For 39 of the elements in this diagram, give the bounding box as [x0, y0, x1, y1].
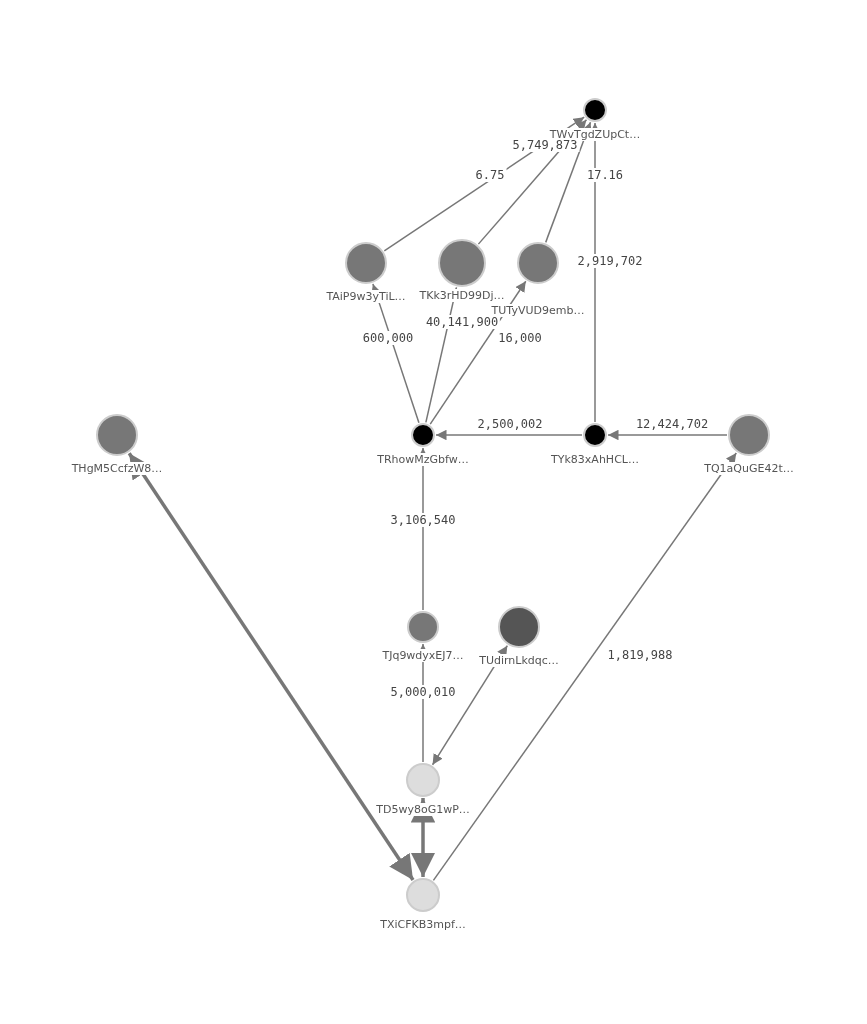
arrow	[432, 452, 738, 882]
address-circle	[517, 242, 559, 284]
address-circle	[345, 242, 387, 284]
address-circle	[498, 606, 540, 648]
arrow	[435, 429, 583, 441]
address-circle	[583, 98, 607, 122]
edge-label: 16,000	[496, 331, 544, 345]
edge-label: 3,106,540	[388, 513, 458, 527]
edge-label: 5,000,010	[388, 685, 458, 699]
arrow	[127, 452, 415, 881]
address-label: TD5wy8oG1wP…	[374, 803, 472, 816]
address-label: TUTyVUD9emb…	[489, 304, 587, 317]
edge-label: 6.75	[473, 168, 507, 182]
address-circle	[406, 763, 440, 797]
address-circle	[411, 423, 435, 447]
address-circle	[728, 414, 770, 456]
address-circle	[438, 239, 486, 287]
arrow	[431, 644, 509, 766]
edge-label: 2,919,702	[575, 254, 645, 268]
address-label: TKk3rHD99Dj…	[417, 289, 507, 302]
address-label: TQ1aQuGE42t…	[702, 462, 796, 475]
address-label: TAiP9w3yTiL…	[324, 290, 408, 303]
address-label: TXiCFKB3mpf…	[378, 918, 468, 931]
edge-label: 5,749,873	[510, 138, 580, 152]
address-circle	[407, 611, 439, 643]
address-circle	[406, 878, 440, 912]
edge-label: 2,500,002	[475, 417, 545, 431]
address-circle	[96, 414, 138, 456]
edge-label: 1,819,988	[605, 648, 675, 662]
address-label: TJq9wdyxEJ7…	[380, 649, 466, 662]
edge-label: 600,000	[360, 331, 416, 345]
address-label: TRhowMzGbfw…	[375, 453, 471, 466]
address-circle	[583, 423, 607, 447]
address-label: TUdirnLkdqc…	[477, 654, 561, 667]
arrow	[429, 280, 527, 425]
arrow	[544, 121, 592, 244]
arrow	[607, 429, 728, 441]
address-label: TYk83xAhHCL…	[549, 453, 641, 466]
edge-label: 40,141,900	[423, 315, 501, 329]
